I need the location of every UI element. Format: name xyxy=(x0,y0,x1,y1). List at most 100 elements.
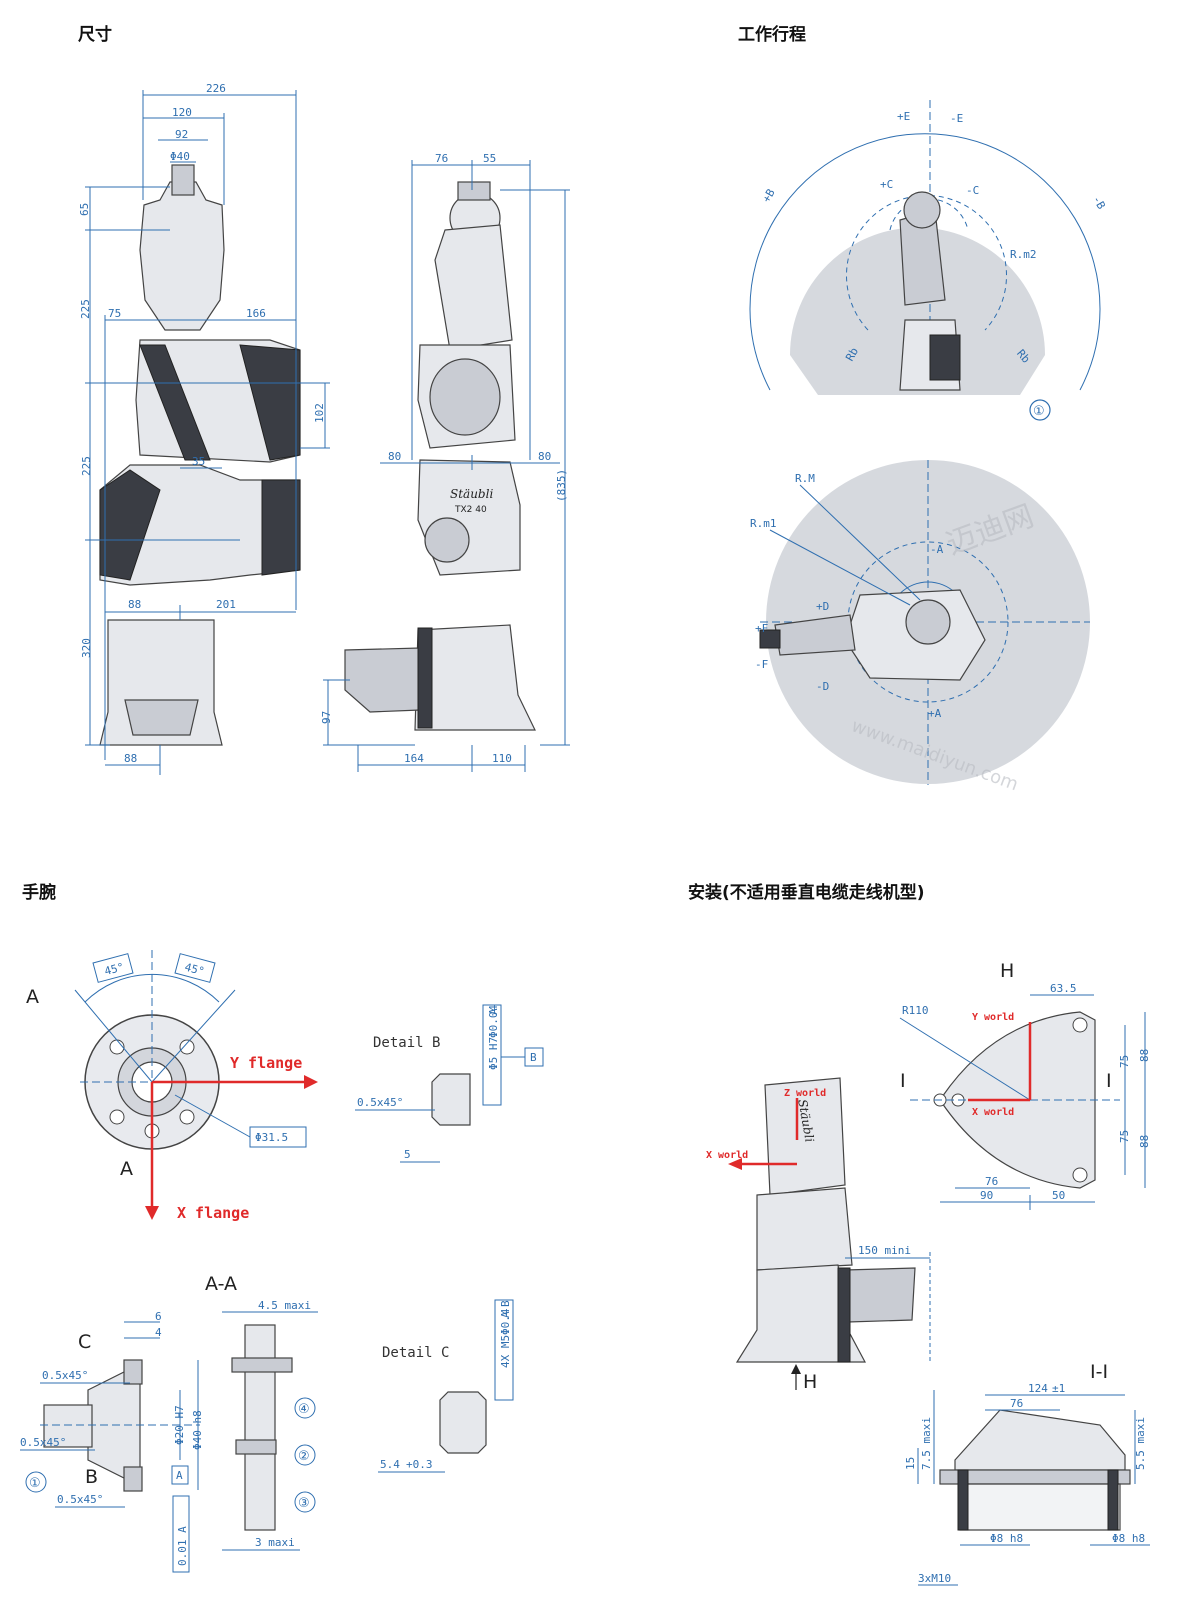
tol-C-4xM5: 4X M5 xyxy=(499,1335,512,1368)
range-callout-1: ① xyxy=(1033,404,1045,419)
tol-B-phi004: Φ0.04 xyxy=(487,1005,500,1038)
dim-75: 75 xyxy=(108,307,121,320)
dim-102: 102 xyxy=(313,403,326,423)
section-I-left: I xyxy=(900,1070,906,1092)
dim-phi31-5: Φ31.5 xyxy=(255,1131,288,1144)
wrist-angle-45-left: 45° xyxy=(103,960,126,978)
range-minus-E: -E xyxy=(950,112,963,125)
range-plus-B: +B xyxy=(760,186,778,204)
dim-201: 201 xyxy=(216,598,236,611)
dim-6: 6 xyxy=(155,1310,162,1323)
dim-124: 124 xyxy=(1028,1382,1048,1395)
dim-35: 35 xyxy=(192,455,205,468)
range-R-m1: R.m1 xyxy=(750,517,777,530)
dim-97: 97 xyxy=(320,711,333,724)
side-model-text: TX2 40 xyxy=(454,505,487,515)
mount-side-view: Stäubli 150 mini Z world X world H xyxy=(706,1077,931,1393)
tol-B-datum-B: B xyxy=(530,1051,537,1064)
section-title-dimensions: 尺寸 xyxy=(78,25,112,45)
tol-C-phi04: Φ0.4 xyxy=(499,1308,512,1335)
dim-50: 50 xyxy=(1052,1189,1065,1202)
wrist-section-A-A: A-A 4.5 maxi 3 maxi ④ ② ③ xyxy=(205,1273,318,1551)
wrist-angle-45-right: 45° xyxy=(183,961,206,979)
detail-C-tol: +0.3 xyxy=(406,1458,433,1471)
range-minus-A: -A xyxy=(930,543,944,556)
section-I-right: I xyxy=(1106,1070,1112,1092)
wrist-callout-B: B xyxy=(85,1466,98,1488)
dim-15: 15 xyxy=(904,1457,917,1470)
dim-4-5-maxi: 4.5 maxi xyxy=(258,1299,311,1312)
work-range-side-envelope: +B -B +E -E +C -C R.m2 Rb Rb ① xyxy=(749,100,1108,421)
x-world-side-label: X world xyxy=(706,1150,748,1161)
mount-section-I-I: I-I 124 ±1 76 15 7.5 maxi 5.5 maxi Φ8 h8… xyxy=(904,1361,1150,1586)
dim-150-mini: 150 mini xyxy=(858,1244,911,1257)
dim-5-5-maxi: 5.5 maxi xyxy=(1134,1417,1147,1470)
x-flange-label: X flange xyxy=(177,1204,249,1222)
wrist-detail-B: Detail B Φ5 H7 Φ0.04 A B 0.5x45° 5 xyxy=(355,1004,544,1163)
dim-4: 4 xyxy=(155,1326,162,1339)
datum-box-A: A xyxy=(176,1469,183,1482)
dim-88-upper-mount: 88 xyxy=(1138,1049,1151,1062)
dim-55: 55 xyxy=(483,152,496,165)
chamfer-mid: 0.5x45° xyxy=(20,1436,66,1449)
range-R-M: R.M xyxy=(795,472,815,485)
range-R-m2: R.m2 xyxy=(1010,248,1037,261)
detail-B-dim-5: 5 xyxy=(404,1148,411,1161)
dim-phi20h7: Φ20 H7 xyxy=(173,1405,186,1445)
section-title-work-range: 工作行程 xyxy=(738,25,806,45)
chamfer-bottom: 0.5x45° xyxy=(57,1493,103,1506)
tol-C-datum-A: A xyxy=(499,1311,512,1318)
dim-phi40h8: Φ40 h8 xyxy=(191,1410,204,1450)
range-plus-D: +D xyxy=(816,600,829,613)
detail-C-dim-5-4: 5.4 xyxy=(380,1458,400,1471)
detail-C-title: Detail C xyxy=(382,1345,449,1361)
dim-3-maxi: 3 maxi xyxy=(255,1536,295,1549)
mount-view-H-arrow-label: H xyxy=(803,1371,817,1393)
wrist-callout-4: ④ xyxy=(298,1402,310,1417)
mount-view-H-label: H xyxy=(1000,960,1014,982)
wrist-callout-1: ① xyxy=(29,1476,41,1491)
range-minus-C: -C xyxy=(966,184,979,197)
dim-63-5: 63.5 xyxy=(1050,982,1077,995)
range-minus-D: -D xyxy=(816,680,829,693)
dim-phi8h8-left: Φ8 h8 xyxy=(990,1532,1023,1545)
range-Rb-left: Rb xyxy=(843,345,861,363)
dim-65: 65 xyxy=(78,203,91,216)
dim-120: 120 xyxy=(172,106,192,119)
mount-top-view: H 63.5 R110 Y world X world I I 75 75 88… xyxy=(899,960,1151,1210)
section-title-wrist: 手腕 xyxy=(22,883,56,903)
flatness-tolerance: 0.01 A xyxy=(176,1526,189,1566)
dim-80-left: 80 xyxy=(388,450,401,463)
side-brand-logo-text: Stäubli xyxy=(450,487,493,501)
front-view-dimensions: 226 120 92 Φ40 65 225 75 166 102 225 35 … xyxy=(78,82,330,775)
y-flange-label: Y flange xyxy=(230,1054,302,1072)
range-minus-F: -F xyxy=(755,658,768,671)
chamfer-top: 0.5x45° xyxy=(42,1369,88,1382)
side-view-dimensions: 76 55 80 80 (835) 97 164 110 xyxy=(320,152,570,772)
dim-75-lower: 75 xyxy=(1118,1130,1131,1143)
dim-110: 110 xyxy=(492,752,512,765)
dim-88-upper: 88 xyxy=(128,598,141,611)
wrist-detail-C: Detail C 4X M5 Φ0.4 A B 5.4 +0.3 xyxy=(378,1299,514,1473)
dim-7-5-maxi: 7.5 maxi xyxy=(920,1417,933,1470)
dim-phi40: Φ40 xyxy=(170,150,190,163)
dim-226: 226 xyxy=(206,82,226,95)
range-minus-B: -B xyxy=(1090,194,1108,212)
detail-B-chamfer: 0.5x45° xyxy=(357,1096,403,1109)
dim-225-upper: 225 xyxy=(79,299,92,319)
tol-B-phi5h7: Φ5 H7 xyxy=(487,1037,500,1070)
section-A-A-title: A-A xyxy=(205,1273,237,1295)
tol-C-datum-B: B xyxy=(499,1300,512,1307)
work-range-top-envelope: R.M R.m1 -A +A +D -D +F -F 迈迪网 www.maidi… xyxy=(750,460,1090,795)
dim-75-upper: 75 xyxy=(1118,1055,1131,1068)
dim-88-lower-mount: 88 xyxy=(1138,1135,1151,1148)
dim-76: 76 xyxy=(435,152,448,165)
dim-80-right: 80 xyxy=(538,450,551,463)
range-plus-C: +C xyxy=(880,178,893,191)
dim-76-mount: 76 xyxy=(985,1175,998,1188)
section-title-mounting: 安装(不适用垂直电缆走线机型) xyxy=(688,883,925,903)
wrist-flange-front: 45° 45° A A Y flange X flange Φ31.5 xyxy=(26,950,318,1222)
front-view-robot xyxy=(99,164,301,746)
dim-76-section: 76 xyxy=(1010,1397,1023,1410)
